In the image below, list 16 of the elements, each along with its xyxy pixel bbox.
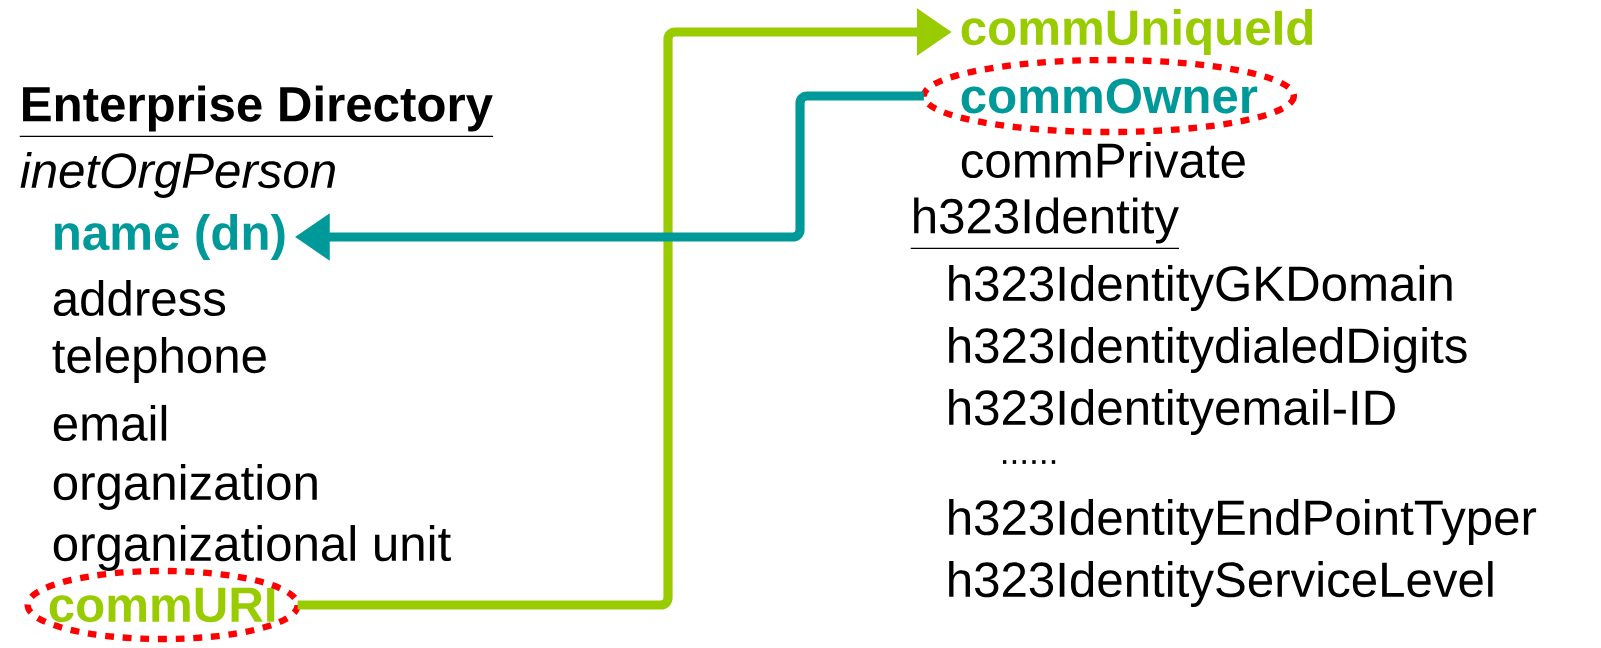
- attribute-label: h323IdentityEndPointTyper: [949, 499, 1537, 545]
- attribute-label: telephone: [52, 337, 266, 383]
- attribute-label: name (dn): [55, 214, 285, 260]
- attribute-label: h323Identityemail-ID: [949, 389, 1395, 435]
- circled-label: commOwner: [920, 56, 1298, 136]
- heading: h323Identity: [910, 197, 1180, 250]
- attribute-label: organization: [53, 464, 317, 510]
- attribute-label: h323IdentityGKDomain: [949, 265, 1452, 311]
- class-name: inetOrgPerson: [20, 152, 335, 198]
- attribute-label: address: [53, 279, 226, 317]
- attribute-label: commUniqueId: [961, 9, 1313, 55]
- heading: Enterprise Directory: [19, 85, 494, 138]
- attribute-label: h323IdentitydialedDigits: [949, 327, 1467, 373]
- attribute-label: h323IdentityServiceLevel: [949, 561, 1493, 607]
- attribute-label: ......: [1002, 460, 1056, 464]
- attribute-label: email: [53, 404, 167, 442]
